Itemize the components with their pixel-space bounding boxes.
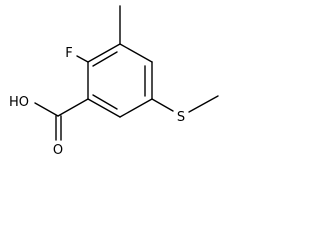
fluorine-bond xyxy=(76,55,89,63)
ring-bond-c4-c5 xyxy=(119,98,153,118)
sulfur-methyl-bond xyxy=(188,95,219,113)
ring-bond-c3-c4-inner xyxy=(92,94,118,110)
structure-canvas: F HO O S xyxy=(9,5,219,158)
carbonyl-oxygen-label: O xyxy=(53,143,63,158)
hydroxyl-label: HO xyxy=(9,95,29,110)
fluorine-label: F xyxy=(65,46,72,61)
carboxyl-c-bond xyxy=(57,98,89,117)
sulfur-aryl-bond xyxy=(151,98,174,112)
ring-bond-c1-c2-inner xyxy=(92,51,118,67)
ring-bond-c1-c2 xyxy=(87,43,121,63)
ring-bond-c6-c1 xyxy=(119,43,153,63)
molecule-structure: F HO O S xyxy=(9,5,219,158)
sulfur-label: S xyxy=(177,110,185,125)
ring-bond-c3-c4 xyxy=(87,98,121,118)
carboxyl-oh-bond xyxy=(34,102,59,117)
